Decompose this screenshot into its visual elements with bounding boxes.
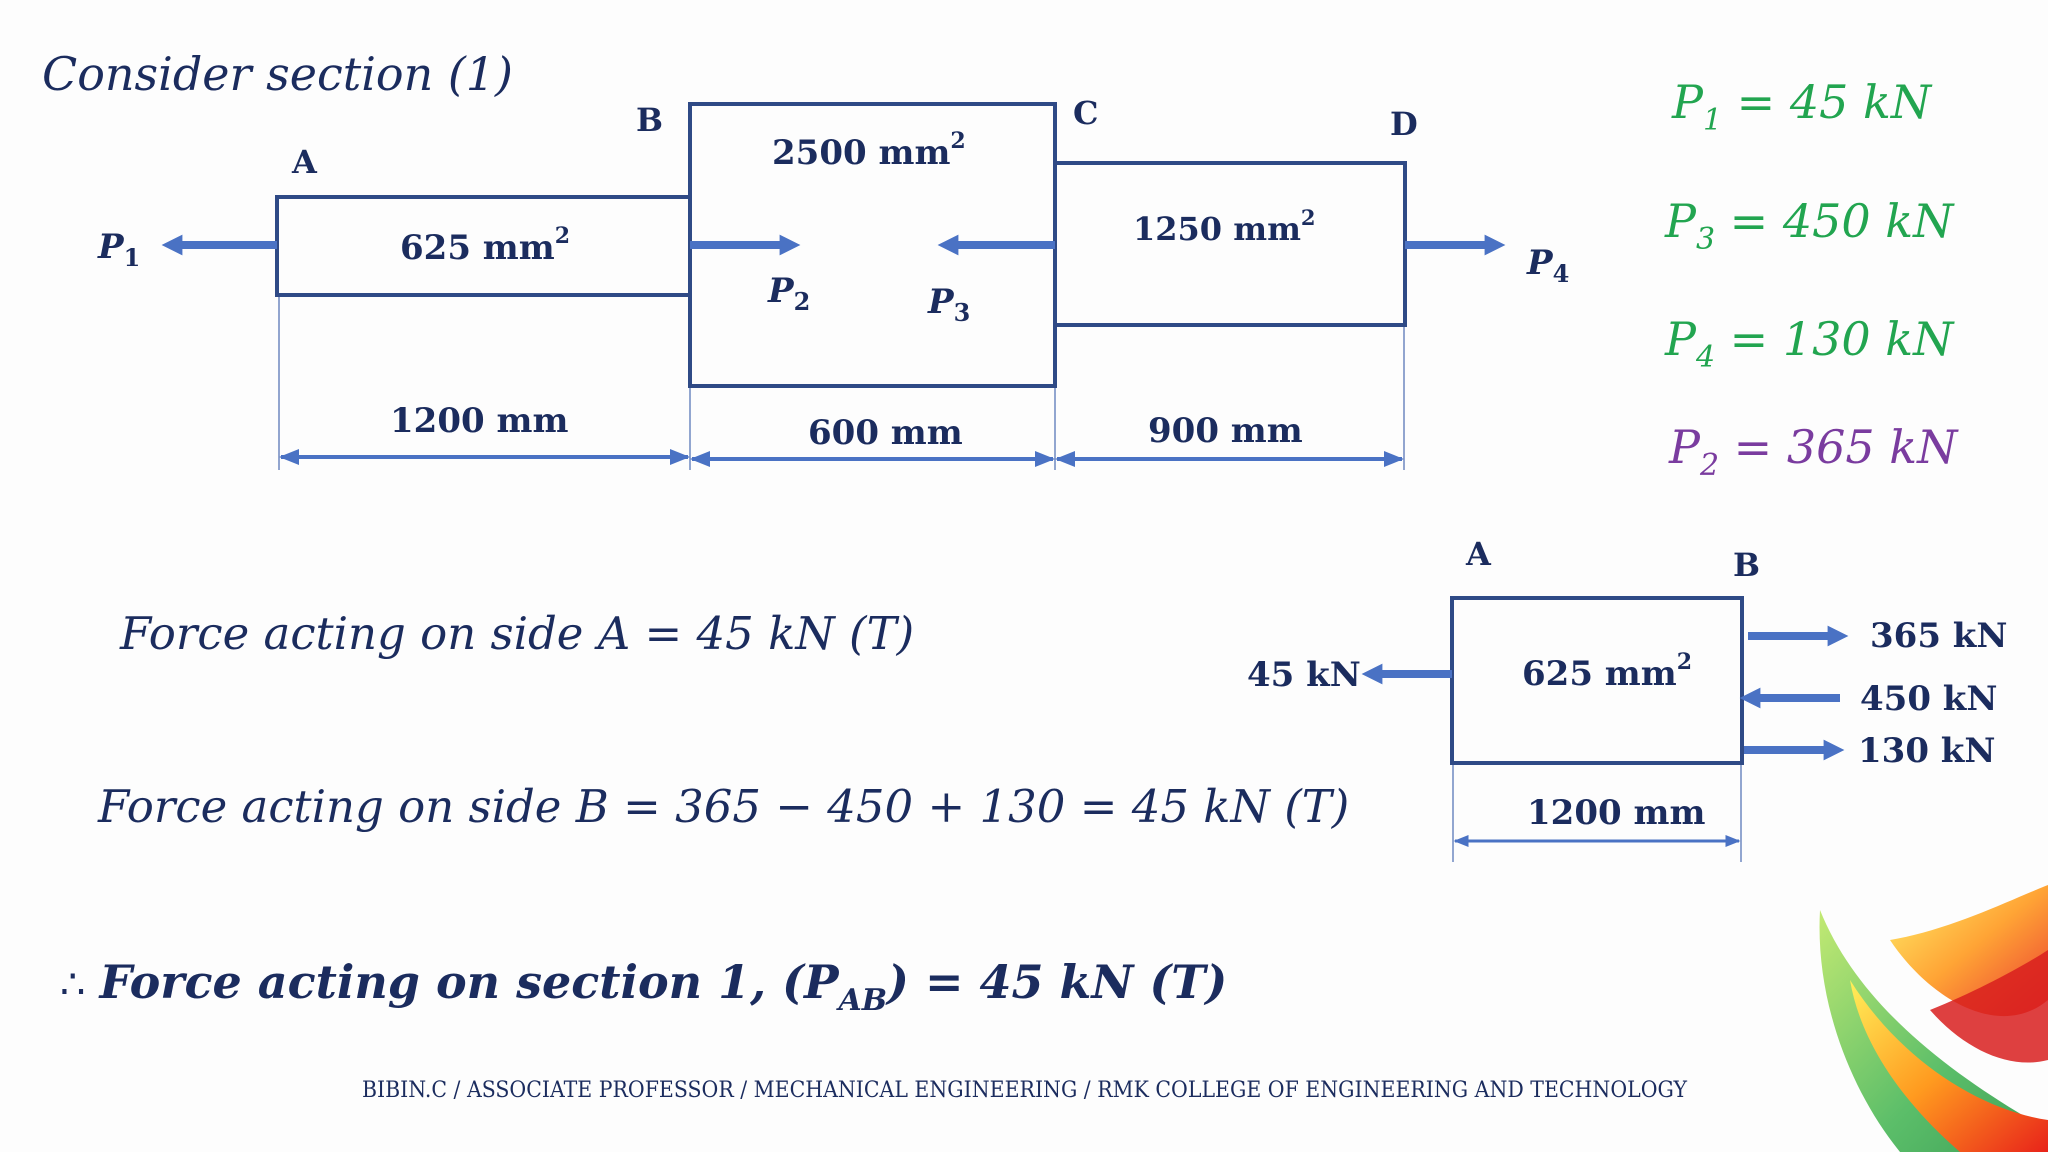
equation-side-a: Force acting on side A = 45 kN (T) — [119, 607, 914, 660]
area-label-bc: 2500 mm2 — [772, 128, 966, 173]
fbd-left-load: 45 kN — [1247, 655, 1361, 695]
given-p1: P1 = 45 kN — [1671, 75, 1933, 138]
point-label-d: D — [1390, 105, 1418, 143]
fbd-area-label: 625 mm2 — [1522, 649, 1692, 694]
footer-credit: BIBIN.C / ASSOCIATE PROFESSOR / MECHANIC… — [362, 1078, 1687, 1103]
length-label-cd: 900 mm — [1148, 411, 1303, 451]
decorative-swoosh — [1819, 885, 2048, 1152]
fbd-label-a: A — [1465, 535, 1492, 573]
load-label-p3: P3 — [927, 282, 970, 327]
conclusion: ∴Force acting on section 1, (PAB) = 45 k… — [60, 955, 1227, 1018]
heading: Consider section (1) — [42, 47, 513, 101]
area-label-ab: 625 mm2 — [400, 223, 570, 268]
length-label-bc: 600 mm — [808, 413, 963, 453]
fbd-label-b: B — [1733, 546, 1760, 584]
fbd-segment — [1450, 596, 1744, 765]
main-bar-diagram: A B C D 625 mm2 2500 mm2 1250 mm2 P1 P2 … — [97, 94, 1569, 470]
load-label-p1: P1 — [97, 227, 140, 272]
load-label-p2: P2 — [767, 271, 810, 316]
fbd-load-365: 365 kN — [1870, 616, 2007, 656]
given-values: P1 = 45 kN P3 = 450 kN P4 = 130 kN P2 = … — [1664, 75, 1959, 483]
point-label-c: C — [1073, 94, 1098, 132]
point-label-b: B — [636, 101, 663, 139]
point-label-a: A — [291, 143, 318, 181]
given-p4: P4 = 130 kN — [1664, 312, 1955, 375]
fbd-load-130: 130 kN — [1858, 731, 1995, 771]
given-p2: P2 = 365 kN — [1668, 420, 1959, 483]
length-label-ab: 1200 mm — [390, 401, 568, 441]
load-label-p4: P4 — [1526, 243, 1569, 288]
area-label-cd: 1250 mm2 — [1133, 205, 1316, 248]
fbd-load-450: 450 kN — [1860, 679, 1997, 719]
fbd-length-label: 1200 mm — [1527, 793, 1705, 833]
given-p3: P3 = 450 kN — [1664, 194, 1955, 257]
equation-side-b: Force acting on side B = 365 − 450 + 130… — [97, 780, 1349, 833]
free-body-diagram: A B 625 mm2 45 kN 365 kN 450 kN 130 kN 1… — [1247, 535, 2007, 862]
